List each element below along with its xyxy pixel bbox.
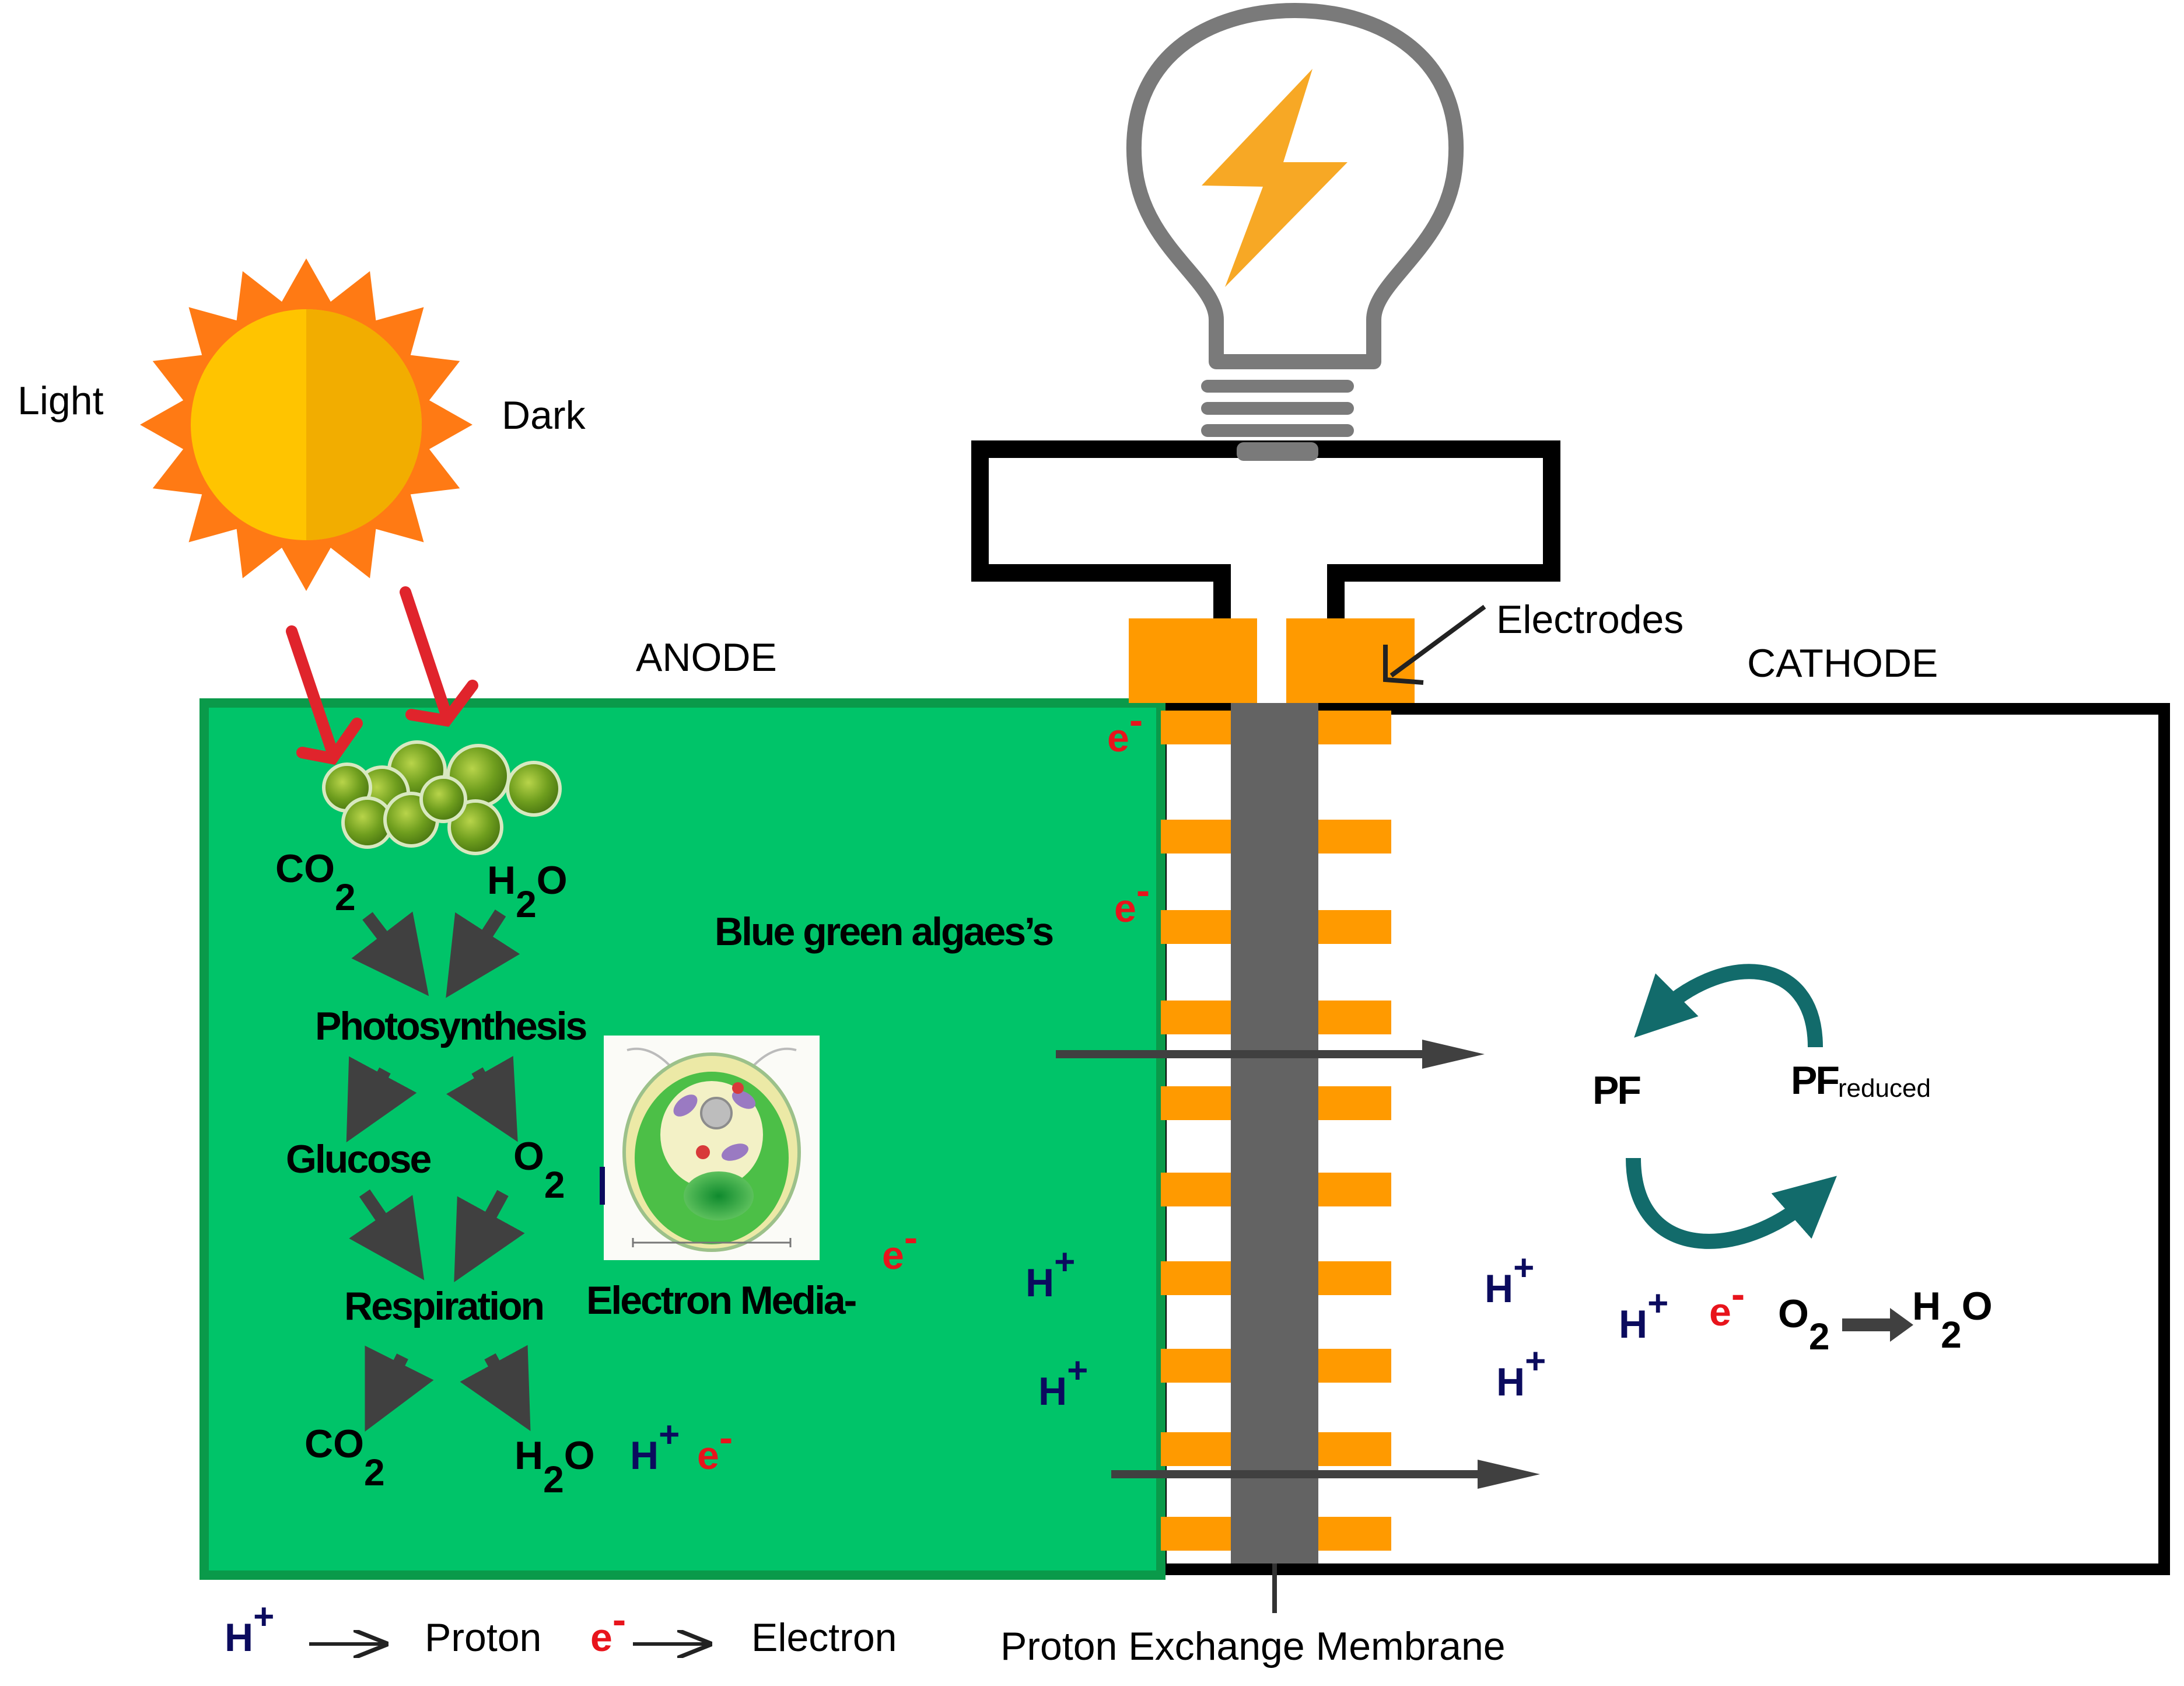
electrodes-label: Electrodes	[1496, 597, 1684, 642]
legend-electron-symbol: e-	[590, 1597, 626, 1660]
respiration-label: Respiration	[344, 1284, 543, 1328]
algae-cell-diagram-icon	[604, 1036, 820, 1260]
cathode-proton-3: H+	[1619, 1283, 1668, 1346]
electrode-tooth	[1318, 1001, 1391, 1034]
transfer-arrows	[1056, 1040, 1540, 1489]
anode-label: ANODE	[636, 635, 777, 680]
algae-cell	[506, 761, 562, 817]
cathode-o2: O2	[1778, 1292, 1830, 1358]
electrode-tooth	[1318, 1432, 1391, 1466]
h2o-input: H2O	[487, 858, 568, 925]
anode-proton-3: H+	[1038, 1351, 1088, 1414]
light-rays	[286, 586, 478, 765]
circuit-wire	[971, 440, 1560, 618]
electrode-tooth	[1161, 1432, 1231, 1466]
redox-cycle-icon	[1626, 964, 1837, 1249]
anode-proton: H+	[630, 1415, 680, 1478]
algae-cell	[419, 775, 467, 823]
electrode-tooth	[1318, 1086, 1391, 1120]
algae-cell	[447, 799, 503, 855]
electrode-tooth	[1318, 1517, 1391, 1551]
electrode-tooth	[1161, 1001, 1231, 1034]
o2-product: O2	[513, 1134, 565, 1206]
anode-electron: e-	[697, 1415, 733, 1478]
mediator-electron: e-	[882, 1215, 918, 1278]
electrode-tooth	[1318, 820, 1391, 854]
pem-label: Proton Exchange Membrane	[1000, 1624, 1506, 1668]
partially-hidden-glyph	[600, 1167, 605, 1205]
anode-proton-2: H+	[1026, 1242, 1075, 1305]
cathode-proton-2: H+	[1496, 1341, 1546, 1404]
flow-arrows	[346, 910, 531, 1432]
dark-label: Dark	[502, 393, 586, 438]
legend: H+ Proton e- Electron	[225, 1597, 897, 1660]
blue-green-algae-label: Blue green algaes’s	[715, 910, 1053, 954]
electrode-tooth	[1161, 1517, 1231, 1551]
co2-input: CO2	[275, 847, 356, 918]
electrode-electron-2: e-	[1114, 868, 1150, 931]
lightning-bolt-icon	[1202, 69, 1348, 287]
algae-cells-icon	[322, 740, 562, 855]
light-label: Light	[18, 379, 104, 423]
proton-exchange-membrane	[1231, 703, 1318, 1563]
light-bulb-icon	[1126, 3, 1464, 461]
photosynthesis-label: Photosynthesis	[315, 1004, 586, 1048]
electrode-tooth	[1161, 910, 1231, 944]
cathode-proton-1: H+	[1485, 1248, 1534, 1311]
electron-mediator-label: Electron Media-	[586, 1278, 856, 1323]
electrode-tooth	[1161, 1173, 1231, 1206]
legend-electron-label: Electron	[751, 1615, 897, 1660]
electrode-tooth	[1161, 1086, 1231, 1120]
co2-output: CO2	[304, 1422, 385, 1493]
electrodes	[1129, 618, 1415, 1551]
electrode-tooth	[1318, 1261, 1391, 1295]
pf-reduced-label: PFreduced	[1791, 1058, 1931, 1103]
pf-label: PF	[1592, 1068, 1640, 1113]
electrode-tooth	[1318, 711, 1391, 744]
electrode-electron-1: e-	[1107, 697, 1143, 760]
electrode-tooth	[1318, 1349, 1391, 1383]
o2-to-h2o-arrow	[1842, 1308, 1913, 1342]
glucose-label: Glucose	[286, 1137, 430, 1181]
sun-icon	[140, 258, 473, 591]
cathode-electron: e-	[1709, 1271, 1745, 1334]
cathode-label: CATHODE	[1747, 641, 1938, 685]
electrodes-pointer	[1383, 604, 1486, 685]
electrode-teeth	[1161, 711, 1391, 1551]
cathode-h2o: H2O	[1912, 1284, 1993, 1356]
legend-proton-symbol: H+	[225, 1597, 274, 1660]
electrode-tooth	[1318, 1173, 1391, 1206]
electrode-tooth	[1161, 1261, 1231, 1295]
electrode-tooth	[1318, 910, 1391, 944]
electrode-tooth	[1161, 711, 1231, 744]
h2o-output: H2O	[514, 1433, 595, 1500]
legend-proton-label: Proton	[425, 1615, 541, 1660]
electrode-tooth	[1161, 1349, 1231, 1383]
electrode-tooth	[1161, 820, 1231, 854]
